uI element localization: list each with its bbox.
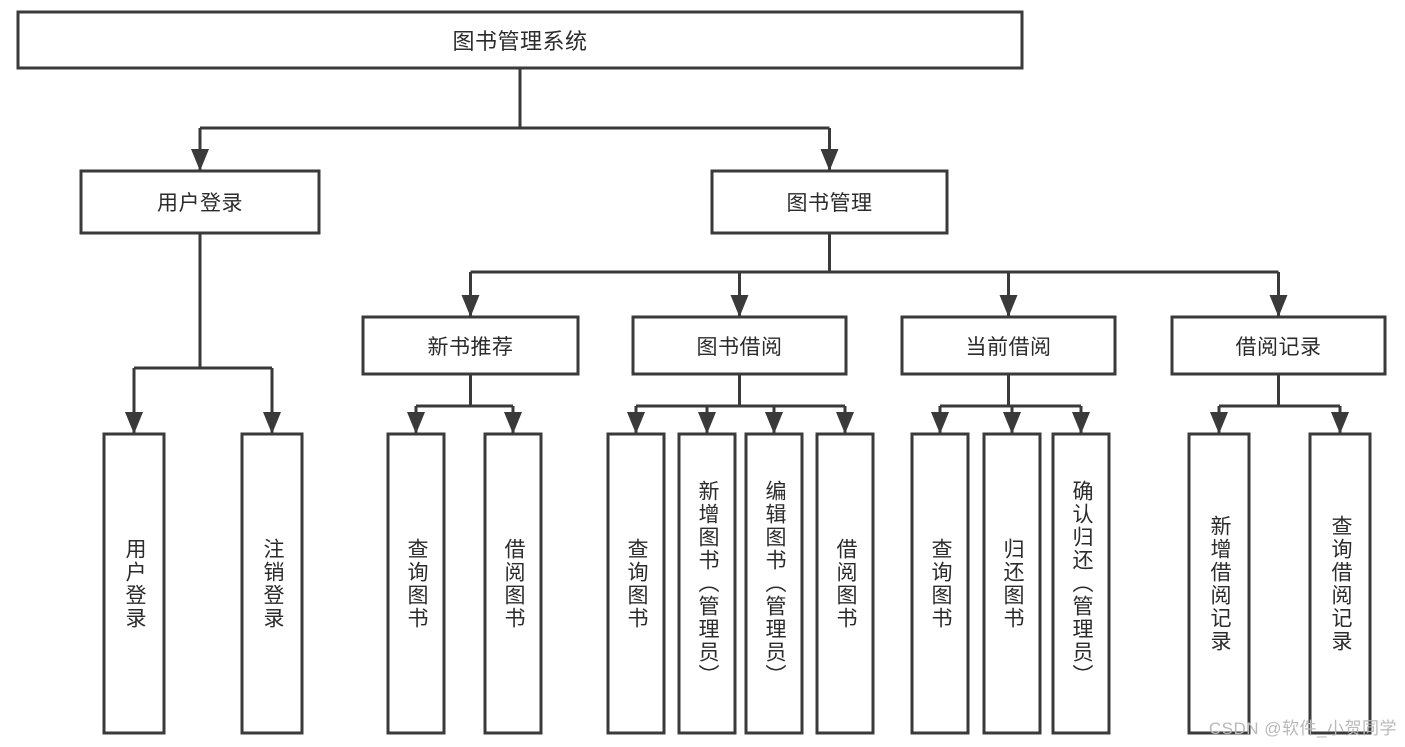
node-box-leaf-confirm-return-admin[interactable] [1051, 432, 1111, 735]
node-box-leaf-borrow-book-rec[interactable] [483, 432, 543, 735]
connector-arrowhead [765, 412, 783, 434]
node-box-leaf-query-borrow-record[interactable] [1308, 432, 1372, 735]
node-box-root[interactable] [16, 10, 1024, 70]
connector-arrowhead [504, 412, 522, 434]
node-box-book-manage[interactable] [710, 169, 949, 235]
node-box-leaf-add-borrow-record[interactable] [1187, 432, 1251, 735]
connector-arrowhead [461, 295, 480, 317]
node-box-user-login[interactable] [79, 169, 321, 235]
connector-arrowhead [1210, 412, 1228, 434]
node-box-leaf-add-book-admin[interactable] [677, 432, 737, 735]
node-box-leaf-return-book[interactable] [982, 432, 1042, 735]
connector-arrowhead [1269, 295, 1288, 317]
node-box-current-borrow[interactable] [900, 315, 1117, 376]
node-box-new-book-rec[interactable] [361, 315, 580, 376]
connector-layer [125, 68, 1349, 434]
node-box-leaf-borrow-book[interactable] [815, 432, 875, 735]
connector-arrowhead [730, 295, 749, 317]
connector-arrowhead [820, 149, 839, 171]
connector-arrowhead [627, 412, 645, 434]
connector-arrowhead [999, 295, 1018, 317]
node-box-leaf-query-book-current[interactable] [910, 432, 970, 735]
connector-arrowhead [698, 412, 716, 434]
node-box-leaf-edit-book-admin[interactable] [744, 432, 804, 735]
connector-arrowhead [1003, 412, 1021, 434]
connector-arrowhead [931, 412, 949, 434]
node-box-borrow-record[interactable] [1170, 315, 1387, 376]
watermark-text: CSDN @软件_小贺同学 [1208, 719, 1397, 738]
connector-arrowhead [125, 412, 143, 434]
node-box-leaf-user-login[interactable] [102, 432, 166, 735]
connector-arrowhead [263, 412, 281, 434]
node-box-layer [16, 10, 1387, 735]
node-box-leaf-query-book-rec[interactable] [386, 432, 446, 735]
node-box-leaf-logout[interactable] [240, 432, 304, 735]
connector-arrowhead [836, 412, 854, 434]
connector-arrowhead [1331, 412, 1349, 434]
node-box-leaf-query-book-borrow[interactable] [606, 432, 666, 735]
connector-arrowhead [191, 149, 209, 171]
connector-arrowhead [1072, 412, 1090, 434]
node-box-book-borrow[interactable] [631, 315, 848, 376]
connector-arrowhead [407, 412, 425, 434]
